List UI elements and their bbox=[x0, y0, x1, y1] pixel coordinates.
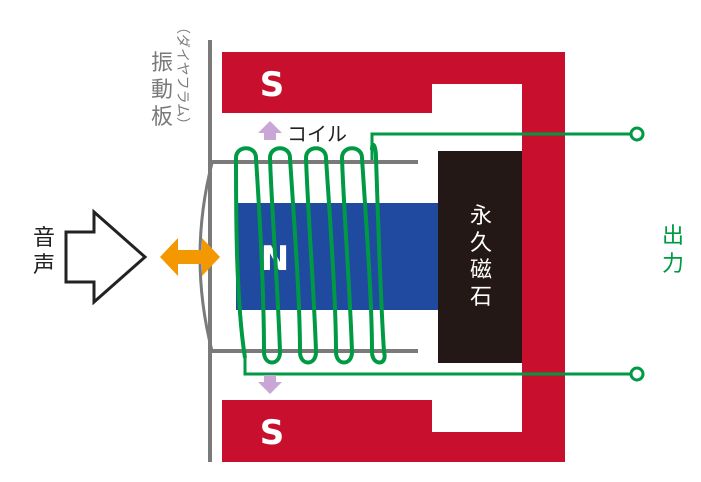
output-char-1: 出 bbox=[662, 224, 684, 249]
permanent-magnet-block bbox=[438, 151, 522, 363]
diaphragm-char-3: 板 bbox=[151, 105, 173, 130]
output-wire-top bbox=[370, 132, 632, 160]
magnet-char-1: 永 bbox=[470, 204, 492, 229]
output-wires bbox=[243, 132, 632, 376]
output-char-2: 力 bbox=[662, 252, 684, 277]
coil-windings bbox=[234, 142, 387, 365]
diaphragm-reading-label: （ダイヤフラム） bbox=[174, 20, 190, 131]
magnet-char-4: 石 bbox=[470, 285, 492, 310]
sound-char-2: 声 bbox=[33, 253, 55, 278]
diaphragm-char-2: 動 bbox=[151, 78, 173, 103]
coil-loop-3 bbox=[298, 146, 338, 365]
coil-loop-4 bbox=[334, 146, 374, 365]
magnet-char-3: 磁 bbox=[470, 258, 492, 283]
south-pole-yoke bbox=[222, 52, 565, 462]
coil-loop-2 bbox=[262, 146, 302, 365]
south-pole-top-label: S bbox=[260, 65, 285, 105]
sound-arrow-icon bbox=[64, 208, 148, 306]
coil-loop-1 bbox=[234, 146, 266, 359]
coil-loop-5 bbox=[370, 142, 387, 365]
coil-label: コイル bbox=[287, 122, 347, 146]
magnet-char-2: 久 bbox=[470, 231, 492, 256]
coil-motion-down-icon bbox=[258, 375, 282, 394]
output-wire-bottom bbox=[243, 358, 632, 376]
coil-motion-up-icon bbox=[258, 121, 282, 140]
south-pole-bottom-label: S bbox=[260, 413, 285, 453]
north-pole-block bbox=[236, 203, 441, 310]
diaphragm-char-1: 振 bbox=[151, 51, 173, 76]
terminal-bottom-icon bbox=[629, 366, 645, 382]
sound-char-1: 音 bbox=[33, 226, 55, 251]
vibration-arrow-icon bbox=[160, 238, 220, 276]
terminal-top-icon bbox=[629, 126, 645, 142]
